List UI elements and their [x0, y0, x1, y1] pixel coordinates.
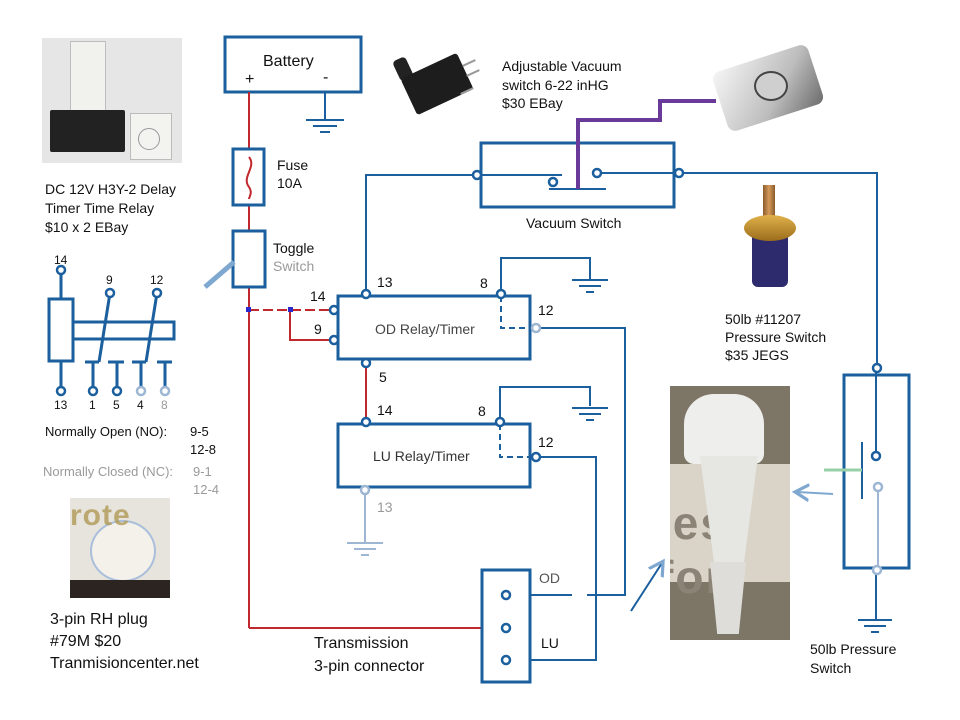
pinout-top-pin: 9	[106, 273, 113, 288]
terminal-icon	[502, 624, 510, 632]
vacuum-product-line1: Adjustable Vacuum	[502, 57, 622, 76]
arrow-from-pressure-switch	[797, 492, 833, 494]
toggle-label-2: Switch	[273, 257, 314, 276]
terminal-icon	[362, 290, 370, 298]
terminal-icon	[593, 169, 601, 177]
terminal-icon	[106, 289, 114, 297]
terminal-icon	[161, 387, 169, 395]
nc-value: 12-4	[193, 482, 219, 497]
fuse-rating: 10A	[277, 174, 302, 193]
vacuum-switch-label: Vacuum Switch	[526, 214, 621, 233]
od-pin-14: 14	[310, 287, 326, 306]
pressure-switch-label-1: 50lb Pressure	[810, 640, 896, 659]
toggle-lever-icon[interactable]	[205, 262, 234, 287]
lu-pin-13: 13	[377, 498, 393, 517]
no-value: 12-8	[190, 442, 216, 457]
junction-dot	[288, 307, 293, 312]
pressure-product-line1: 50lb #11207	[725, 310, 801, 329]
od-pin-8: 8	[480, 274, 488, 293]
ground-icon	[858, 620, 892, 632]
terminal-icon	[361, 486, 369, 494]
terminal-icon	[137, 387, 145, 395]
pinout-top-pin: 12	[150, 273, 163, 288]
pinout-bottom-pin: 8	[161, 398, 168, 413]
terminal-icon	[532, 453, 540, 461]
terminal-icon	[496, 418, 504, 426]
terminal-icon	[330, 336, 338, 344]
pressure-product-line2: Pressure Switch	[725, 328, 826, 347]
lu-relay-label: LU Relay/Timer	[373, 447, 470, 466]
lu-pin-12: 12	[538, 433, 554, 452]
timer-product-line2: Timer Time Relay	[45, 199, 154, 218]
junction-dot	[246, 307, 251, 312]
timer-product-line3: $10 x 2 EBay	[45, 218, 128, 237]
od-relay-label: OD Relay/Timer	[375, 320, 475, 339]
battery-plus: +	[245, 69, 254, 91]
terminal-icon	[330, 306, 338, 314]
terminal-icon	[872, 452, 880, 460]
terminal-icon	[873, 566, 881, 574]
pinout-bottom-pin: 1	[89, 398, 96, 413]
vacuum-product-line3: $30 EBay	[502, 94, 563, 113]
connector-label-line2: 3-pin connector	[314, 656, 424, 678]
pinout-bottom-pin: 13	[54, 398, 67, 413]
connector-pin-lu: LU	[541, 634, 559, 653]
terminal-icon	[362, 418, 370, 426]
terminal-icon	[113, 387, 121, 395]
od-pin-9: 9	[314, 320, 322, 339]
od-pin-12: 12	[538, 301, 554, 320]
ground-icon	[572, 408, 608, 420]
battery-label: Battery	[263, 51, 314, 73]
terminals	[57, 169, 882, 664]
ground-icon	[306, 120, 344, 132]
terminal-icon	[874, 483, 882, 491]
terminal-icon	[873, 364, 881, 372]
toggle-label: Toggle	[273, 239, 314, 258]
battery-minus: -	[323, 67, 328, 89]
terminal-icon	[362, 359, 370, 367]
no-value: 9-5	[190, 424, 209, 439]
lu-pin-8: 8	[478, 402, 486, 421]
pinout-bottom-pin: 4	[137, 398, 144, 413]
ground-icon	[572, 280, 608, 292]
timer-product-line1: DC 12V H3Y-2 Delay	[45, 180, 176, 199]
terminal-icon	[502, 591, 510, 599]
terminal-icon	[57, 387, 65, 395]
terminal-icon	[153, 289, 161, 297]
terminal-icon	[502, 656, 510, 664]
toggle-switch-box[interactable]	[233, 231, 265, 287]
terminal-icon	[89, 387, 97, 395]
terminal-icon	[549, 178, 557, 186]
terminal-icon	[532, 324, 540, 332]
fuse-label: Fuse	[277, 156, 308, 175]
nc-value: 9-1	[193, 464, 212, 479]
connector-label-line1: Transmission	[314, 633, 409, 655]
arrow-to-transmission	[631, 563, 662, 611]
pinout-bottom-pin: 5	[113, 398, 120, 413]
lu-pin-14: 14	[377, 401, 393, 420]
pinout-top-pin: 14	[54, 253, 67, 268]
plug-product-line1: 3-pin RH plug	[50, 609, 148, 631]
od-pin-13: 13	[377, 273, 393, 292]
control-wires	[366, 173, 877, 660]
plug-product-line2: #79M $20	[50, 631, 121, 653]
vacuum-product-line2: switch 6-22 inHG	[502, 76, 609, 95]
connector-pin-od: OD	[539, 569, 560, 588]
terminal-icon	[675, 169, 683, 177]
fuse-box	[233, 149, 264, 205]
pressure-switch-label-2: Switch	[810, 659, 851, 678]
terminal-icon	[497, 290, 505, 298]
od-pin-5: 5	[379, 368, 387, 387]
pressure-product-line3: $35 JEGS	[725, 346, 789, 365]
no-label: Normally Open (NO):	[45, 424, 167, 439]
nc-label: Normally Closed (NC):	[43, 464, 173, 479]
terminal-icon	[473, 171, 481, 179]
plug-product-line3: Tranmisioncenter.net	[50, 653, 199, 675]
ground-icon	[347, 543, 383, 555]
